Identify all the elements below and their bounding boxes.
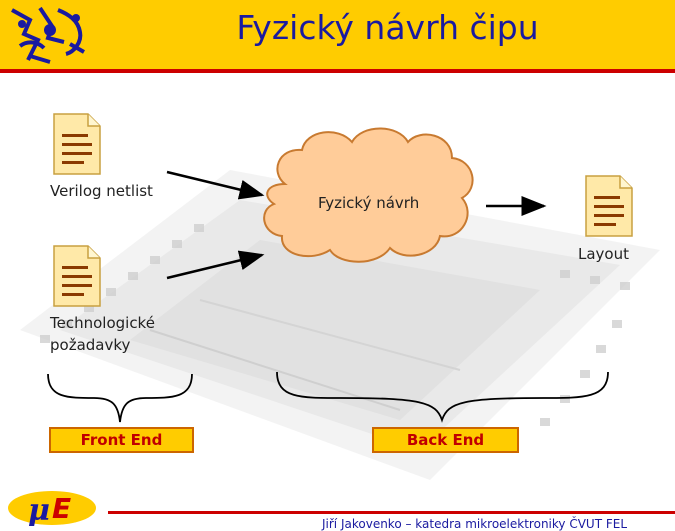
back-end-brace bbox=[276, 371, 609, 423]
layout-label: Layout bbox=[578, 245, 629, 263]
verilog-netlist-label: Verilog netlist bbox=[50, 182, 153, 200]
process-label: Fyzický návrh bbox=[318, 194, 420, 212]
header-bar: Fyzický návrh čipu bbox=[0, 0, 675, 73]
chip-die-background bbox=[20, 170, 660, 480]
arrow-requirements-to-process bbox=[166, 250, 265, 280]
footer-rule bbox=[108, 511, 675, 514]
back-end-box: Back End bbox=[372, 427, 519, 453]
verilog-netlist-document-icon bbox=[53, 113, 101, 175]
arrow-netlist-to-process bbox=[166, 170, 265, 200]
technology-requirements-document-icon bbox=[53, 245, 101, 307]
front-end-box: Front End bbox=[49, 427, 194, 453]
front-end-brace bbox=[47, 373, 193, 423]
svg-text:E: E bbox=[52, 492, 71, 525]
page-title: Fyzický návrh čipu bbox=[236, 8, 539, 47]
layout-document-icon bbox=[585, 175, 633, 237]
svg-text:μ: μ bbox=[28, 493, 50, 528]
technology-requirements-label: Technologické požadavky bbox=[50, 314, 155, 354]
microelectronics-logo: μ E bbox=[8, 491, 96, 528]
process-cloud bbox=[263, 127, 474, 263]
footer-author-text: Jiří Jakovenko – katedra mikroelektronik… bbox=[322, 517, 628, 531]
university-logo bbox=[6, 4, 94, 64]
